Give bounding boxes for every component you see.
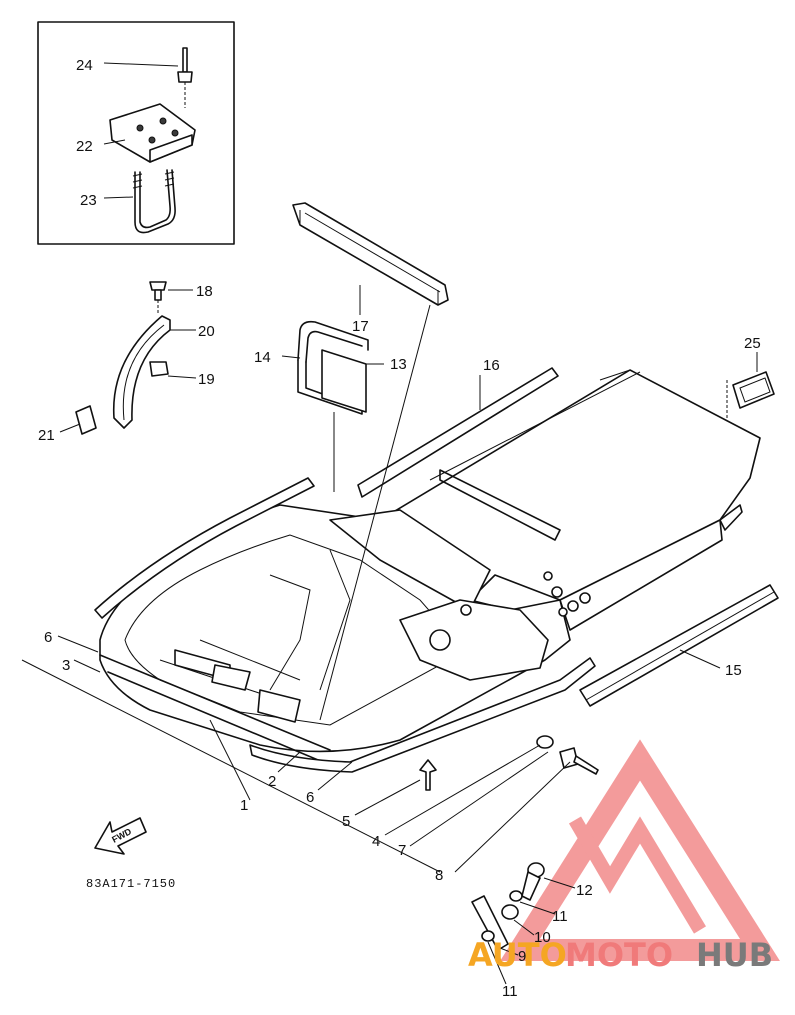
rail-6-upper-icon [94, 477, 315, 619]
chassis-body-icon [99, 369, 761, 766]
panel-17-icon [292, 202, 449, 306]
strap-20-icon [112, 315, 171, 429]
label-13: 13 [390, 356, 407, 373]
watermark-logo-icon [500, 739, 780, 961]
rail-6-lower-icon [249, 657, 596, 773]
bolt-8-icon [559, 747, 599, 775]
label-11-lower: 11 [502, 983, 518, 1000]
rail-16-icon [357, 367, 559, 498]
label-17: 17 [352, 318, 369, 335]
inset-detail-box [37, 21, 235, 245]
washer-11-lower-icon [481, 930, 495, 942]
label-14: 14 [254, 349, 271, 366]
label-15: 15 [725, 662, 742, 679]
label-9: 9 [518, 948, 526, 965]
rail-15-icon [579, 584, 779, 707]
callout-labels: 24 22 23 18 20 19 21 17 14 13 16 25 15 6… [38, 57, 761, 1000]
u-bolt-23-icon [132, 169, 176, 234]
rivet-5-icon [419, 759, 437, 791]
label-19: 19 [198, 371, 215, 388]
bolt-24-icon [177, 47, 193, 108]
label-1: 1 [240, 797, 248, 814]
label-6-left: 6 [44, 629, 52, 646]
bolt-12-icon [521, 862, 545, 901]
label-4: 4 [372, 833, 380, 850]
watermark-part1: AUTO [468, 936, 567, 974]
label-24: 24 [76, 57, 93, 74]
label-12: 12 [576, 882, 593, 899]
watermark-part2: MOTO [565, 936, 673, 974]
label-8: 8 [435, 867, 443, 884]
label-16: 16 [483, 357, 500, 374]
nut-19-icon [149, 361, 169, 377]
label-18: 18 [196, 283, 213, 300]
label-23: 23 [80, 192, 97, 209]
label-11-upper: 11 [552, 908, 568, 925]
fwd-arrow-icon: FWD [94, 817, 147, 855]
label-20: 20 [198, 323, 215, 340]
bracket-22-icon [109, 103, 196, 163]
leader-lines [21, 304, 576, 985]
pad-13-icon [321, 349, 367, 413]
diagram-code: 83A171-7150 [86, 877, 176, 891]
label-5: 5 [342, 813, 350, 830]
watermark-text: AUTO MOTO HUB [468, 936, 773, 974]
handle-14-icon [297, 320, 369, 415]
washer-11-upper-icon [509, 890, 523, 902]
emblem-25-icon [732, 371, 775, 409]
label-7: 7 [398, 842, 406, 859]
label-2: 2 [268, 773, 276, 790]
label-6-right: 6 [306, 789, 314, 806]
label-21: 21 [38, 427, 55, 444]
label-22: 22 [76, 138, 93, 155]
bolt-18-icon [149, 281, 167, 315]
label-3: 3 [62, 657, 70, 674]
washer-4-icon [536, 735, 554, 749]
spacer-10-icon [501, 904, 519, 920]
watermark-part3: HUB [696, 936, 773, 974]
label-10: 10 [534, 929, 551, 946]
label-25: 25 [744, 335, 761, 352]
plate-21-icon [75, 405, 97, 435]
